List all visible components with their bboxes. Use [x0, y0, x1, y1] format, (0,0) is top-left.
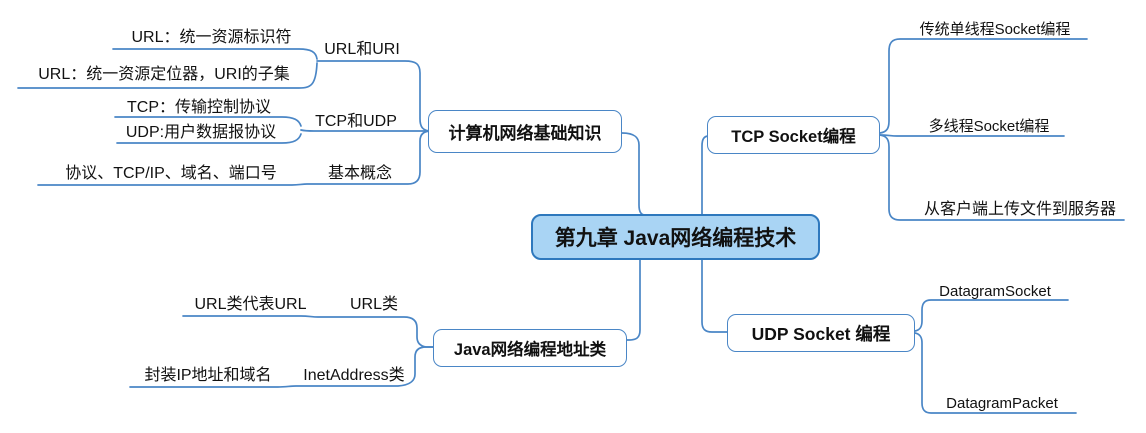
branch-line-url-class: [182, 315, 434, 348]
branch-line-basic-concepts: [37, 130, 432, 186]
node-root-chapter[interactable]: 第九章 Java网络编程技术: [531, 214, 820, 260]
leaf-datagrampacket[interactable]: DatagramPacket: [946, 395, 1058, 412]
leaf-protocol-concepts[interactable]: 协议、TCP/IP、域名、端口号: [65, 165, 277, 182]
branch-line-url-locator: [17, 62, 318, 89]
node-java-address[interactable]: Java网络编程地址类: [433, 329, 627, 367]
branch-line-tcp-single: [879, 38, 1088, 134]
leaf-udp-definition[interactable]: UDP:用户数据报协议: [125, 124, 277, 141]
topic-url-uri[interactable]: URL和URI: [324, 41, 400, 58]
node-tcp-socket[interactable]: TCP Socket编程: [707, 116, 880, 154]
leaf-encapsulate-ip[interactable]: 封装IP地址和域名: [144, 367, 272, 384]
branch-line-datagramsocket: [914, 299, 1069, 332]
leaf-single-thread-socket[interactable]: 传统单线程Socket编程: [919, 21, 1071, 38]
branch-line-udp-def: [116, 133, 302, 144]
leaf-datagramsocket[interactable]: DatagramSocket: [939, 283, 1051, 300]
leaf-multi-thread-socket[interactable]: 多线程Socket编程: [928, 118, 1050, 135]
node-network-basics[interactable]: 计算机网络基础知识: [428, 110, 622, 153]
node-udp-socket[interactable]: UDP Socket 编程: [727, 314, 915, 352]
topic-basic-concepts[interactable]: 基本概念: [327, 165, 392, 182]
branch-line-tcp-udp: [300, 129, 432, 132]
connector-netbasics-root: [621, 132, 646, 216]
branch-line-inetaddress: [129, 346, 434, 388]
topic-inetaddress-class[interactable]: InetAddress类: [303, 367, 405, 384]
topic-tcp-udp[interactable]: TCP和UDP: [315, 113, 397, 130]
connector-root-javaaddr: [626, 258, 641, 341]
branch-line-url-identifier: [112, 48, 318, 60]
branch-line-datagrampacket: [914, 332, 1077, 414]
leaf-client-upload[interactable]: 从客户端上传文件到服务器: [923, 201, 1116, 218]
leaf-url-locator[interactable]: URL：统一资源定位器，URI的子集: [38, 66, 290, 83]
branch-line-url-uri: [316, 60, 432, 132]
leaf-url-identifier[interactable]: URL：统一资源标识符: [131, 29, 292, 46]
branch-line-tcp-def: [114, 116, 302, 127]
leaf-tcp-definition[interactable]: TCP：传输控制协议: [126, 99, 271, 116]
leaf-url-class-represents[interactable]: URL类代表URL: [194, 296, 307, 313]
branch-line-tcp-upload: [879, 134, 1125, 221]
topic-url-class[interactable]: URL类: [349, 296, 398, 313]
connector-root-udpsocket: [701, 258, 728, 333]
